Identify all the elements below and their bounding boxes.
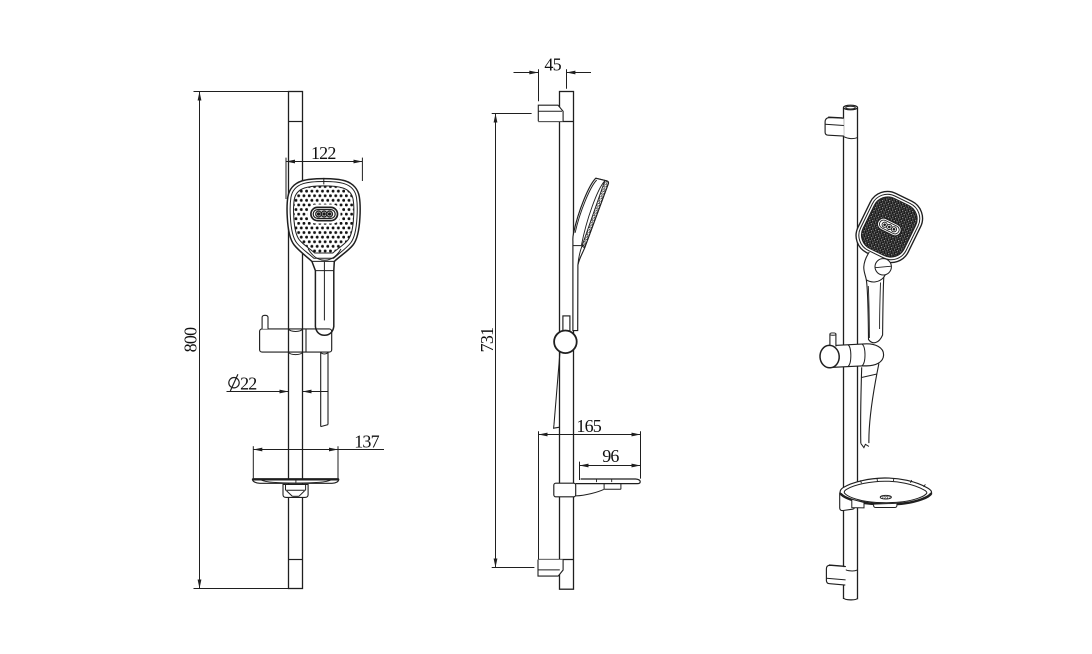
svg-text:22: 22 (240, 373, 256, 393)
svg-text:45: 45 (544, 55, 561, 75)
svg-text:165: 165 (576, 416, 601, 436)
svg-text:96: 96 (602, 446, 619, 466)
svg-text:122: 122 (311, 143, 336, 163)
svg-text:731: 731 (477, 328, 497, 353)
svg-text:137: 137 (354, 431, 379, 451)
svg-text:800: 800 (181, 327, 201, 352)
